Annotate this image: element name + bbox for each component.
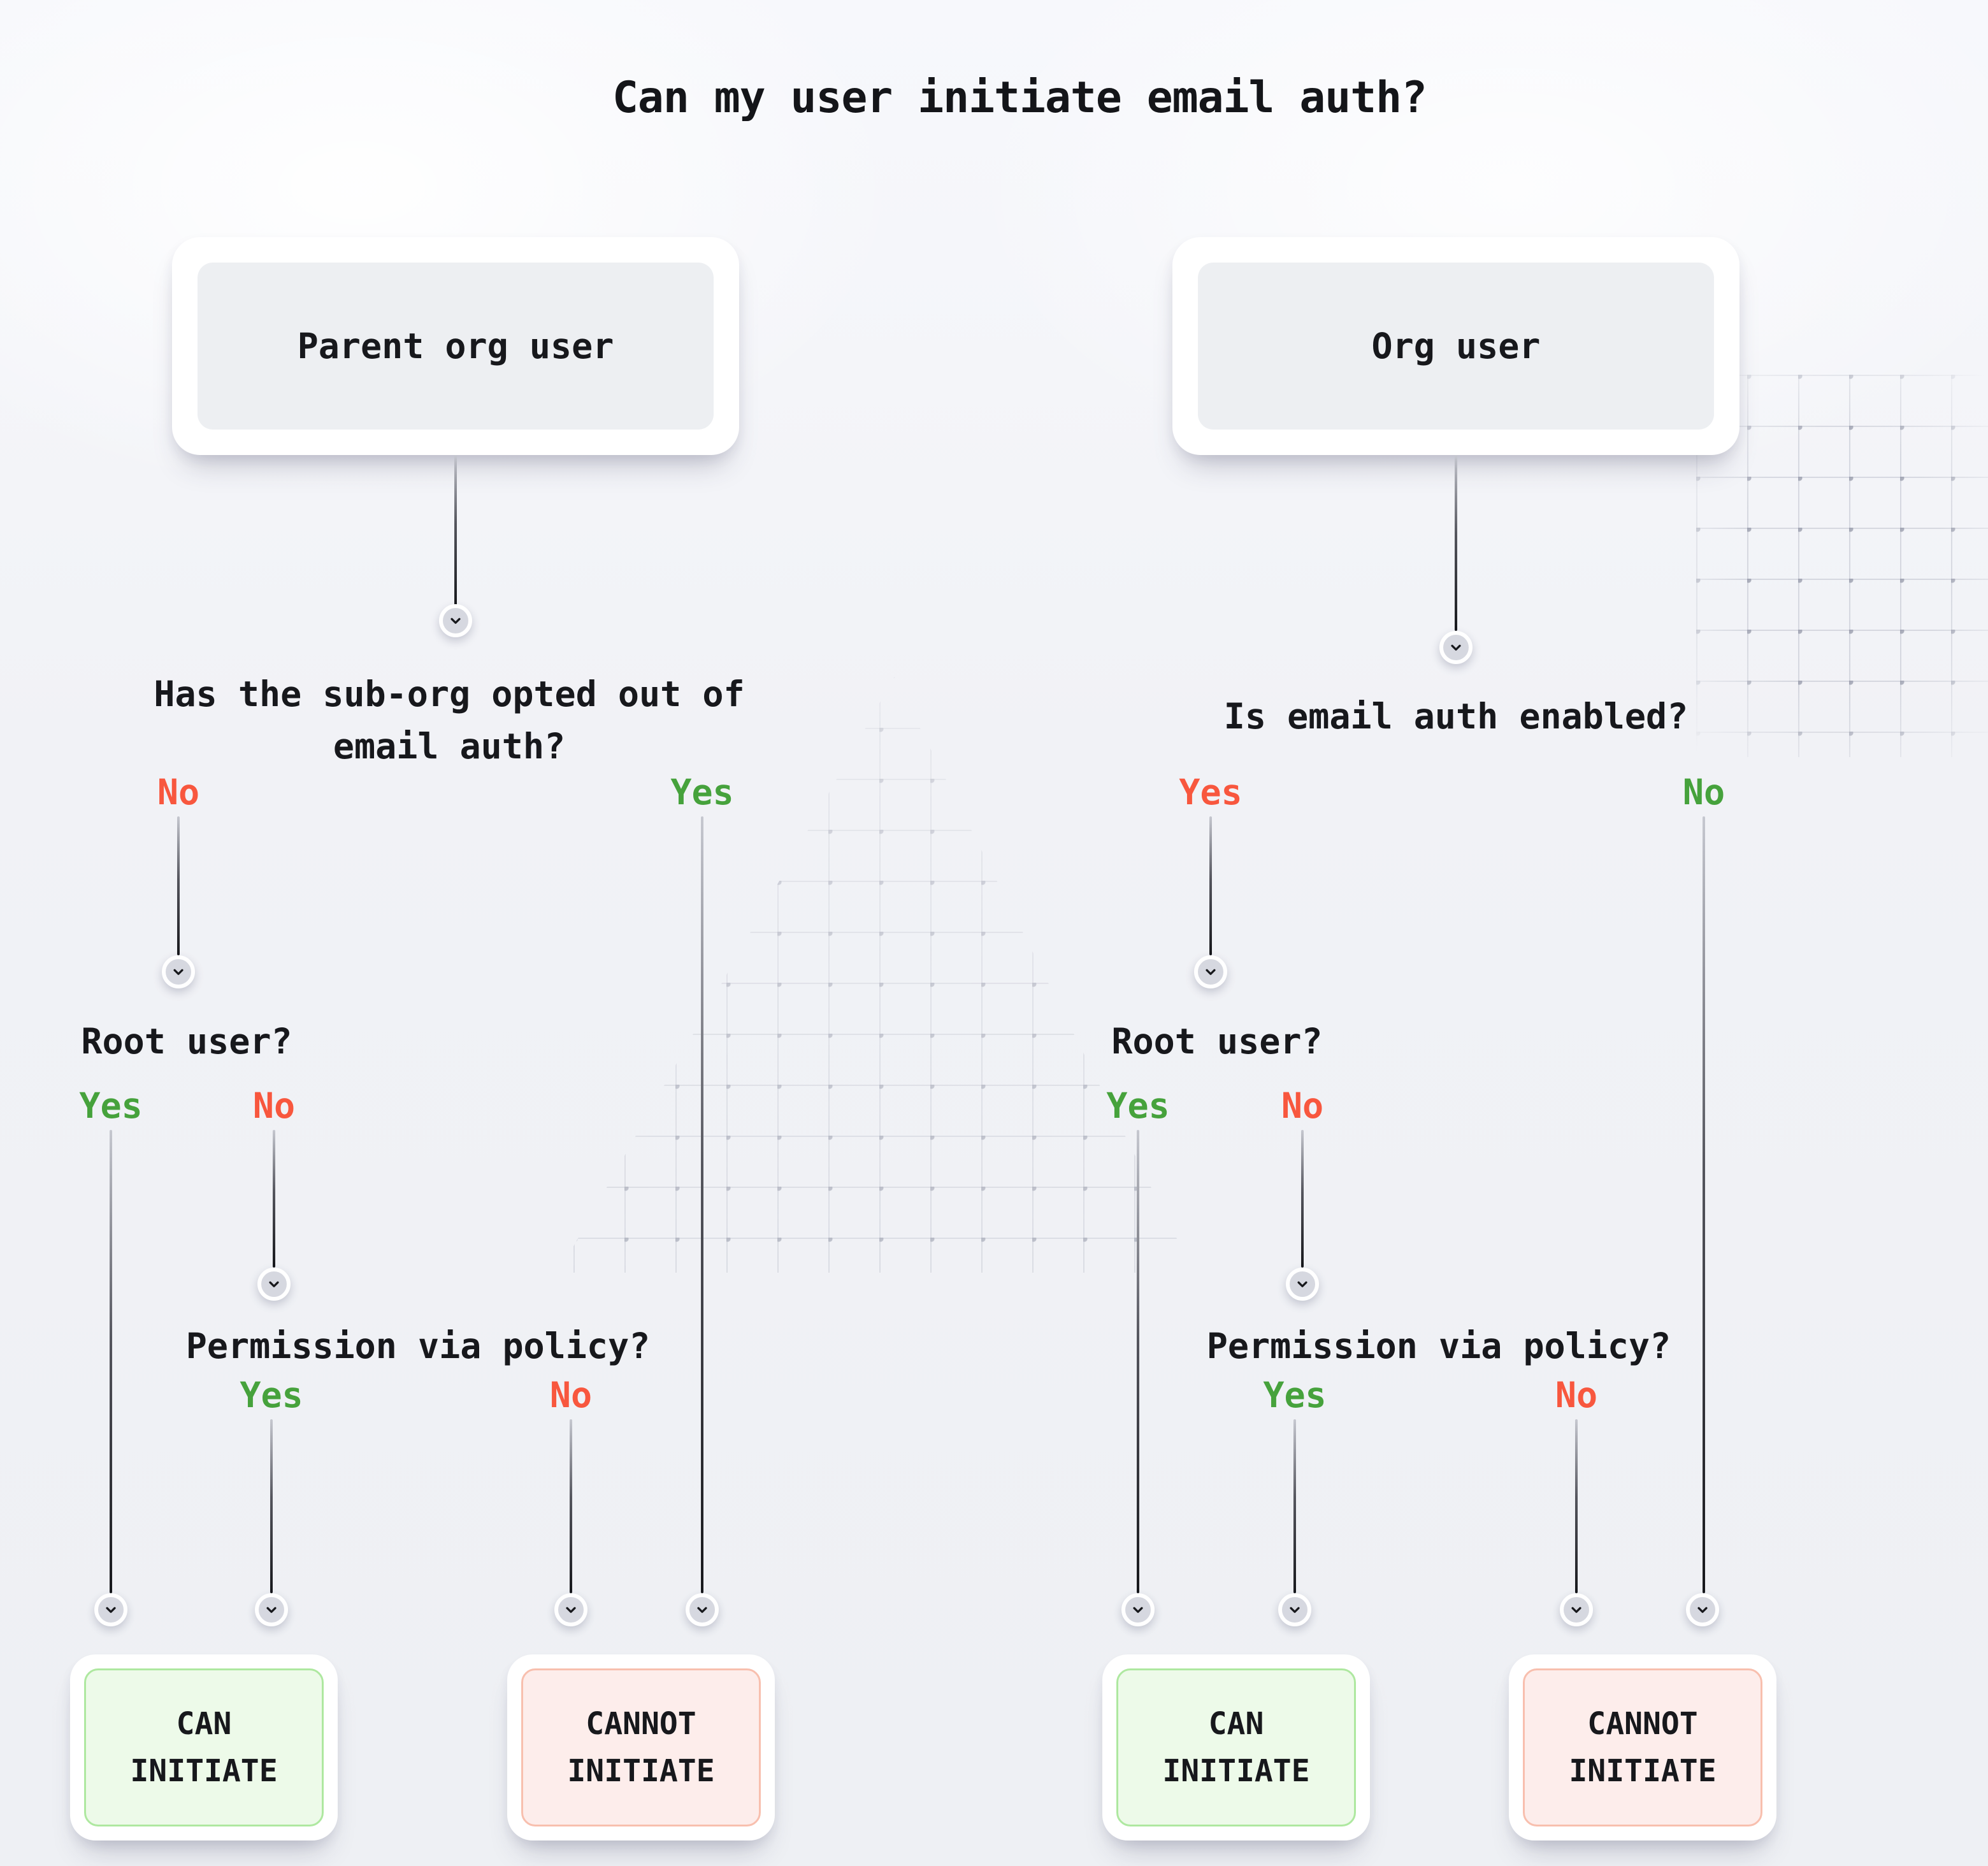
chevron-node (1439, 631, 1473, 664)
org-user-label: Org user (1198, 263, 1714, 430)
connector-line (1209, 816, 1212, 955)
chevron-node (1194, 955, 1227, 988)
outcome-cannot-initiate-label: CANNOT INITIATE (1523, 1668, 1762, 1826)
outcome-cannot-initiate: CANNOT INITIATE (1509, 1654, 1776, 1841)
answer-yes: Yes (1106, 1085, 1170, 1126)
outcome-can-initiate-label: CAN INITIATE (1116, 1668, 1356, 1826)
outcome-can-initiate: CAN INITIATE (70, 1654, 338, 1841)
question-email-auth-enabled: Is email auth enabled? (1223, 696, 1689, 737)
connector-line (1137, 1130, 1139, 1593)
chevron-node (257, 1268, 291, 1301)
answer-no: No (1555, 1375, 1598, 1415)
question-root-user: Root user? (81, 1021, 292, 1062)
outcome-cannot-initiate: CANNOT INITIATE (507, 1654, 775, 1841)
answer-yes: Yes (240, 1375, 303, 1415)
connector-line (570, 1419, 572, 1593)
outcome-can-initiate: CAN INITIATE (1102, 1654, 1370, 1841)
connector-line (454, 455, 457, 605)
chevron-down-icon (1294, 1276, 1311, 1292)
question-permission-policy: Permission via policy? (1206, 1326, 1671, 1366)
outcome-text-line: INITIATE (130, 1753, 278, 1789)
outcome-text-line: CANNOT (586, 1706, 696, 1742)
chevron-node (1286, 1268, 1319, 1301)
parent-org-user-box: Parent org user (172, 237, 739, 455)
chevron-node (162, 955, 195, 988)
chevron-down-icon (263, 1602, 280, 1618)
answer-yes: Yes (79, 1085, 143, 1126)
chevron-down-icon (170, 964, 187, 980)
background-grid-decoration (1696, 375, 1988, 757)
chevron-down-icon (1202, 964, 1219, 980)
outcome-text-line: CAN (1208, 1706, 1264, 1742)
outcome-text-line: INITIATE (567, 1753, 715, 1789)
chevron-node (94, 1593, 127, 1626)
chevron-node (554, 1593, 587, 1626)
answer-no: No (549, 1375, 593, 1415)
outcome-can-initiate-label: CAN INITIATE (84, 1668, 324, 1826)
chevron-node (439, 604, 472, 637)
question-root-user: Root user? (1111, 1021, 1323, 1062)
answer-yes: Yes (1263, 1375, 1327, 1415)
answer-yes: Yes (1179, 772, 1242, 813)
chevron-down-icon (447, 612, 464, 629)
connector-line (701, 816, 703, 1593)
chevron-down-icon (694, 1602, 710, 1618)
chevron-node (255, 1593, 288, 1626)
outcome-text-line: INITIATE (1162, 1753, 1310, 1789)
chevron-down-icon (1130, 1602, 1146, 1618)
chevron-down-icon (1286, 1602, 1303, 1618)
chevron-down-icon (103, 1602, 119, 1618)
chevron-down-icon (563, 1602, 579, 1618)
answer-no: No (157, 772, 200, 813)
page-title: Can my user initiate email auth? (612, 73, 1427, 123)
outcome-cannot-initiate-label: CANNOT INITIATE (521, 1668, 761, 1826)
connector-line (270, 1419, 273, 1593)
chevron-node (686, 1593, 719, 1626)
answer-no: No (252, 1085, 296, 1126)
org-user-box: Org user (1172, 237, 1739, 455)
connector-line (273, 1130, 275, 1268)
chevron-down-icon (1694, 1602, 1711, 1618)
connector-line (1455, 455, 1457, 631)
question-suborg-opted-out: Has the sub-org opted out of email auth? (154, 674, 745, 767)
connector-line (1293, 1419, 1296, 1593)
question-permission-policy: Permission via policy? (185, 1326, 651, 1366)
answer-yes: Yes (670, 772, 734, 813)
connector-line (1301, 1130, 1304, 1268)
parent-org-user-label: Parent org user (198, 263, 714, 430)
connector-line (1575, 1419, 1578, 1593)
answer-no: No (1682, 772, 1725, 813)
outcome-text-line: CAN (176, 1706, 232, 1742)
chevron-down-icon (266, 1276, 282, 1292)
chevron-node (1278, 1593, 1311, 1626)
connector-line (110, 1130, 112, 1593)
chevron-node (1560, 1593, 1593, 1626)
connector-line (1703, 816, 1705, 1593)
chevron-node (1121, 1593, 1155, 1626)
answer-no: No (1281, 1085, 1324, 1126)
chevron-down-icon (1568, 1602, 1585, 1618)
outcome-text-line: CANNOT (1587, 1706, 1698, 1742)
chevron-down-icon (1448, 639, 1464, 656)
outcome-text-line: INITIATE (1569, 1753, 1717, 1789)
chevron-node (1686, 1593, 1719, 1626)
connector-line (177, 816, 180, 955)
